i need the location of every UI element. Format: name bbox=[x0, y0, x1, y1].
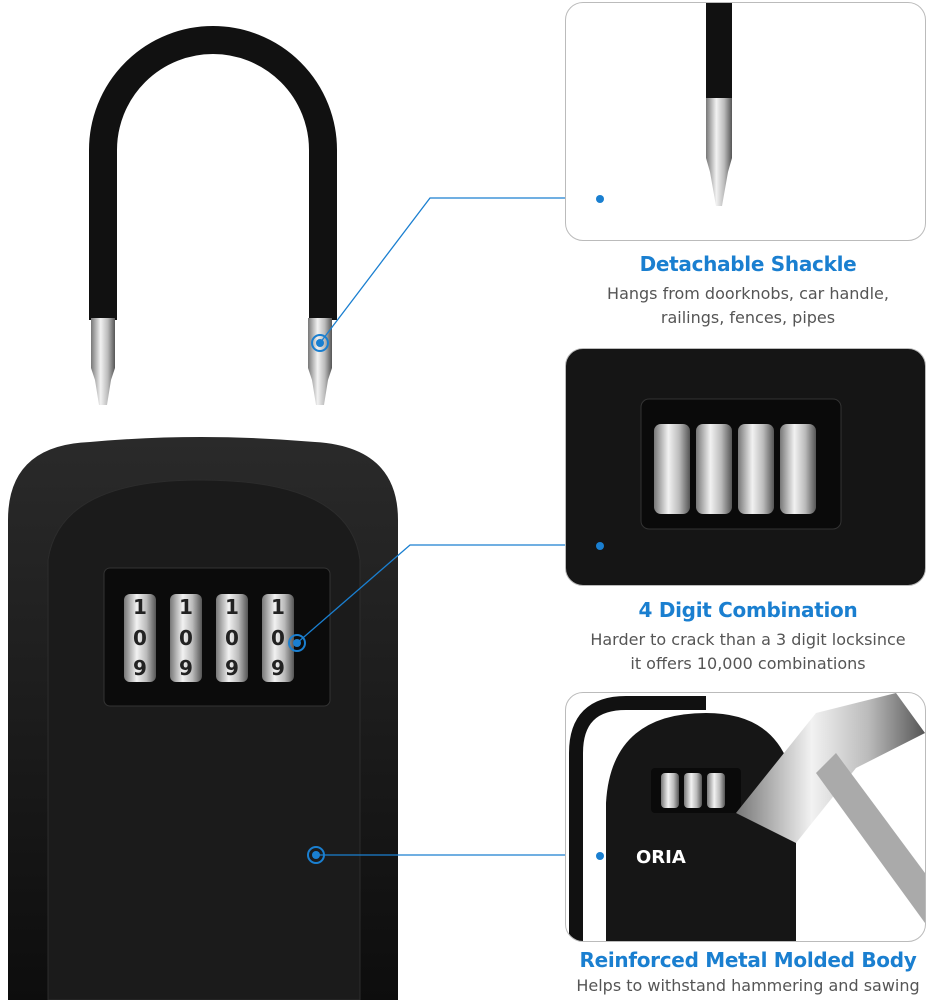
svg-text:1: 1 bbox=[179, 595, 193, 619]
feature-title: Detachable Shackle bbox=[639, 252, 857, 276]
svg-text:9: 9 bbox=[225, 656, 239, 680]
feature-description: it offers 10,000 combinations bbox=[630, 654, 866, 673]
svg-text:0: 0 bbox=[179, 626, 193, 650]
dial-wheels: 1 1 1 1 0 0 0 0 9 9 9 9 bbox=[124, 594, 294, 682]
feature-description: Harder to crack than a 3 digit locksince bbox=[590, 630, 906, 649]
panel-shackle-closeup bbox=[565, 2, 926, 241]
feature-title: 4 Digit Combination bbox=[638, 598, 858, 622]
brand-logo: ORIA bbox=[636, 847, 686, 868]
svg-text:9: 9 bbox=[179, 656, 193, 680]
feature-detachable-shackle: Detachable Shackle Hangs from doorknobs,… bbox=[560, 252, 936, 330]
feature-title: Reinforced Metal Molded Body bbox=[579, 948, 917, 972]
svg-text:1: 1 bbox=[271, 595, 285, 619]
panel-dial-closeup bbox=[565, 348, 926, 586]
feature-description: Helps to withstand hammering and sawing bbox=[576, 976, 920, 995]
svg-text:0: 0 bbox=[225, 626, 239, 650]
svg-text:9: 9 bbox=[271, 656, 285, 680]
svg-text:1: 1 bbox=[133, 595, 147, 619]
panel-hammer-test: ORIA bbox=[565, 692, 926, 942]
feature-description: railings, fences, pipes bbox=[660, 308, 836, 327]
svg-text:0: 0 bbox=[271, 626, 285, 650]
callout-lines bbox=[296, 197, 598, 856]
svg-text:9: 9 bbox=[133, 656, 147, 680]
shackle bbox=[89, 26, 337, 405]
feature-reinforced-body: Reinforced Metal Molded Body Helps to wi… bbox=[560, 948, 936, 998]
lock-body: 1 1 1 1 0 0 0 0 9 9 9 9 bbox=[8, 437, 398, 1000]
svg-text:1: 1 bbox=[225, 595, 239, 619]
svg-text:0: 0 bbox=[133, 626, 147, 650]
feature-4-digit-combination: 4 Digit Combination Harder to crack than… bbox=[560, 598, 936, 676]
feature-description: Hangs from doorknobs, car handle, bbox=[607, 284, 889, 303]
